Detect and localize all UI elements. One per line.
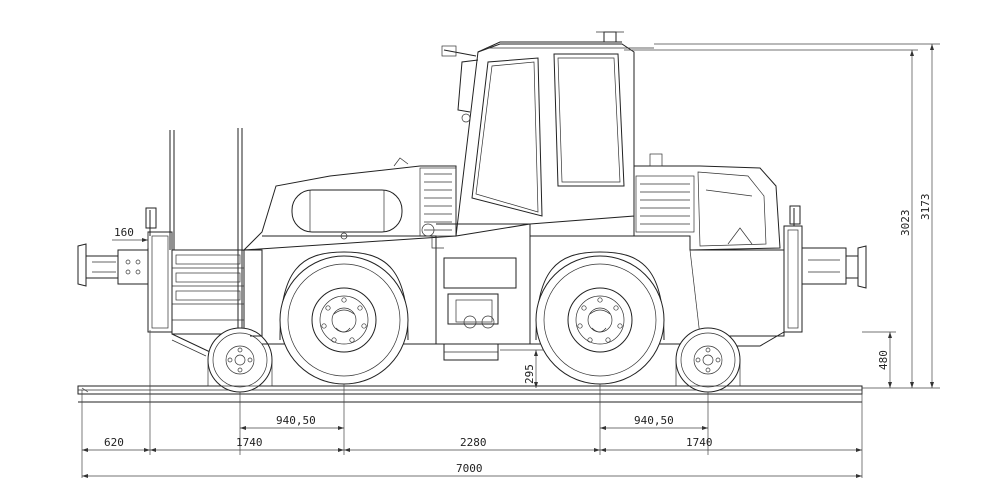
rear-rail-wheel: [207, 327, 273, 393]
dim-wheelbase-left: 1740: [236, 436, 263, 449]
front-buffer: [730, 205, 867, 347]
rail-track: [77, 385, 863, 403]
front-hood: [633, 153, 781, 251]
dim-rail-offset-left: 940,50: [276, 414, 316, 427]
dim-total-length: 7000: [456, 462, 483, 475]
cab: [441, 31, 654, 237]
rear-platform: [77, 128, 245, 357]
front-rail-wheel: [675, 327, 741, 393]
dim-height-overall: 3173: [919, 194, 932, 221]
dim-wheelbase-center: 2280: [460, 436, 487, 449]
front-main-wheel: [535, 251, 665, 385]
dim-buffer-width: 160: [114, 226, 134, 239]
dim-height-buffer: 480: [877, 350, 890, 370]
dim-rail-offset-right: 940,50: [634, 414, 674, 427]
dim-overhang-front: 620: [104, 436, 124, 449]
rear-main-wheel: [279, 251, 409, 385]
dim-height-cab: 3023: [899, 210, 912, 237]
dim-overhang-rear: 1740: [686, 436, 713, 449]
dimension-lines: [81, 43, 940, 478]
dim-ground-clearance: 295: [523, 364, 536, 384]
